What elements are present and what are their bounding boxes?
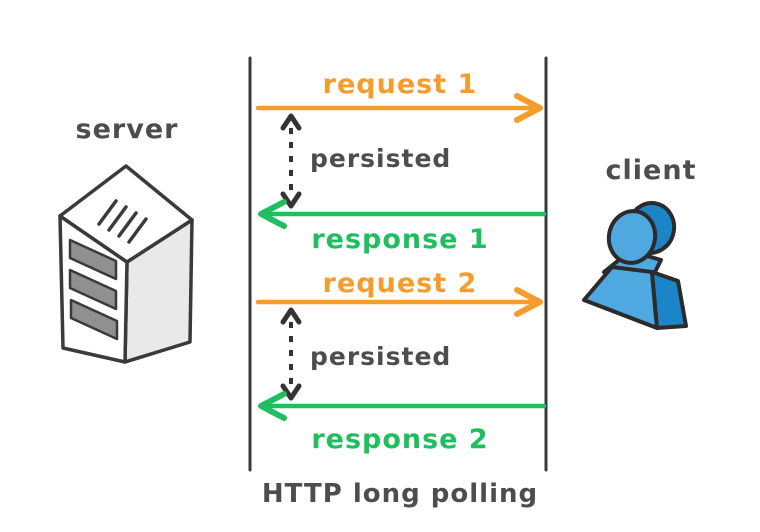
persisted-2-label: persisted — [310, 342, 452, 371]
server-icon — [58, 164, 194, 364]
response-1-arrow — [258, 199, 547, 229]
arrow-right-icon — [514, 287, 543, 317]
response-2-label: response 2 — [311, 424, 489, 455]
server-drive-slots — [68, 238, 119, 341]
request-1-arrow — [255, 93, 543, 123]
client-icon — [582, 201, 688, 330]
arrow-up-icon — [280, 113, 302, 131]
arrow-right-icon — [514, 93, 543, 123]
request-2-arrow — [255, 287, 543, 317]
persisted-1-label: persisted — [310, 144, 452, 173]
request-1-label: request 1 — [322, 69, 478, 100]
persisted-1-wait-arrow — [280, 113, 302, 209]
client-body-front — [582, 265, 659, 330]
arrow-down-icon — [280, 191, 302, 209]
client-head-front — [606, 209, 658, 265]
client-label: client — [605, 155, 697, 186]
request-2-label: request 2 — [322, 268, 478, 299]
arrow-up-icon — [280, 307, 302, 325]
client-body-side — [650, 270, 688, 330]
diagram-caption: HTTP long polling — [261, 479, 539, 509]
persisted-2-wait-arrow — [280, 307, 302, 401]
server-label: server — [75, 114, 179, 145]
server-top-face — [58, 164, 194, 264]
server-vent-lines — [97, 199, 148, 244]
response-2-arrow — [258, 391, 547, 421]
response-1-label: response 1 — [311, 224, 489, 255]
arrow-left-icon — [258, 199, 287, 229]
arrow-down-icon — [280, 383, 302, 401]
arrow-left-icon — [258, 391, 287, 421]
